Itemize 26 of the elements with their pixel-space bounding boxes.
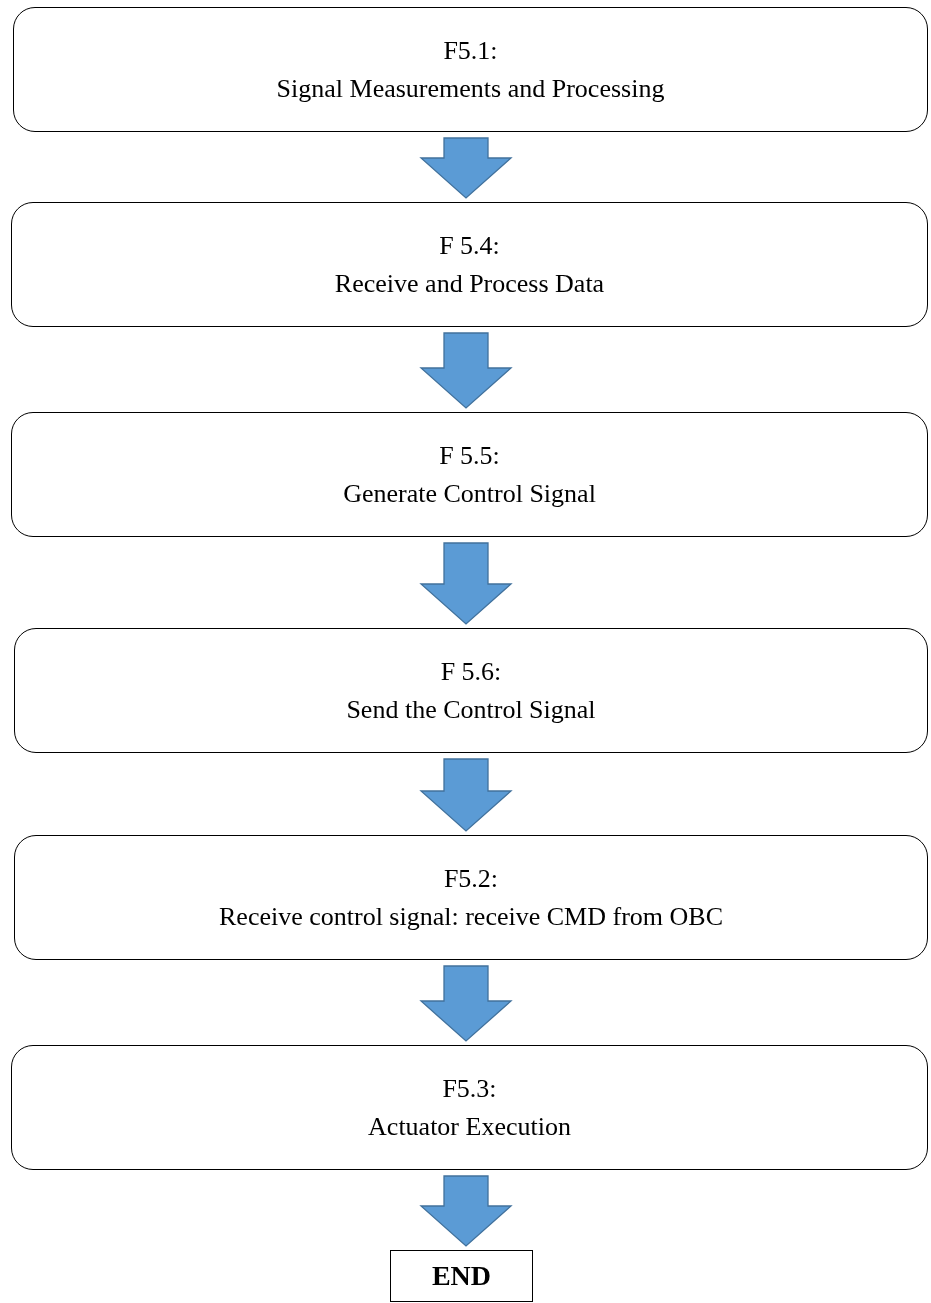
step-id: F5.2:: [443, 862, 499, 895]
block-arrow: [419, 137, 513, 199]
step-id: F 5.4:: [439, 229, 500, 262]
step-label: Actuator Execution: [368, 1110, 571, 1143]
step-id: F5.3:: [442, 1072, 497, 1105]
step-label: Send the Control Signal: [346, 693, 596, 726]
step-id: F 5.5:: [439, 439, 500, 472]
process-box: [13, 7, 928, 132]
process-box: [14, 628, 928, 753]
step-id: F5.1:: [443, 34, 498, 67]
block-arrow: [419, 965, 513, 1042]
step-label: Receive control signal: receive CMD from OBC: [219, 900, 723, 933]
process-box: [14, 835, 928, 960]
step-label: Generate Control Signal: [343, 477, 596, 510]
step-label: Signal Measurements and Processing: [276, 72, 665, 105]
block-arrow: [419, 332, 513, 409]
step-label: END: [431, 1259, 492, 1293]
block-arrow: [419, 1175, 513, 1247]
step-label: Receive and Process Data: [334, 267, 605, 300]
step-id: F 5.6:: [440, 655, 502, 688]
process-box: [11, 1045, 928, 1170]
process-box: [11, 202, 928, 327]
process-box: [11, 412, 928, 537]
block-arrow: [419, 758, 513, 832]
block-arrow: [419, 542, 513, 625]
terminal-box: [390, 1250, 533, 1302]
